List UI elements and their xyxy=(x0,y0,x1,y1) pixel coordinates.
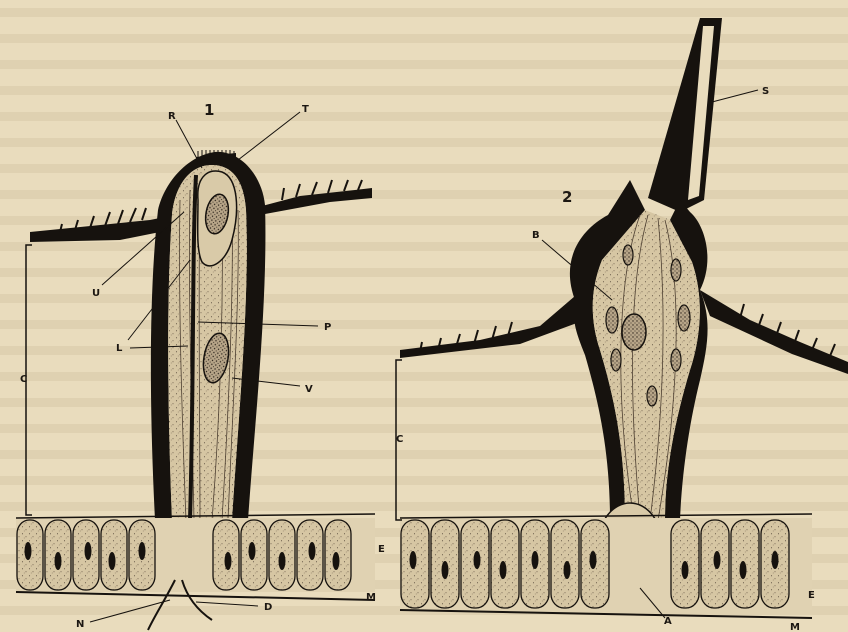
fig1-epithelial-cell-nucleus xyxy=(333,552,340,570)
fig1-label-u: U xyxy=(92,288,100,299)
fig1-epithelial-cell-nucleus xyxy=(55,552,62,570)
fig1-epithelium xyxy=(16,514,375,600)
fig1-epithelial-cell-nucleus xyxy=(139,542,146,560)
fig2-epithelial-cell-nucleus xyxy=(682,561,689,579)
fig2-label-e: E xyxy=(808,590,815,601)
fig2-label-m: M xyxy=(790,622,800,632)
fig2-epithelium xyxy=(400,514,812,618)
fig1-epithelial-cell-nucleus xyxy=(109,552,116,570)
fig1-label-p: P xyxy=(324,322,331,333)
fig1-label-d: D xyxy=(264,602,272,613)
fig1-label-r: R xyxy=(168,111,176,122)
fig2-epithelial-cell-nucleus xyxy=(714,551,721,569)
fig2-label-b: B xyxy=(532,230,540,241)
fig1-number: 1 xyxy=(204,101,214,119)
fig1-label-t: T xyxy=(302,104,309,115)
fig1-label-v: V xyxy=(305,384,313,395)
fig2-epithelial-cell-nucleus xyxy=(772,551,779,569)
fig1-epithelial-cell-nucleus xyxy=(25,542,32,560)
fig1-label-c: C xyxy=(20,374,27,385)
fig2-epithelial-cell-nucleus xyxy=(442,561,449,579)
fig2-epithelial-cell-nucleus xyxy=(474,551,481,569)
fig2-epithelial-cell-nucleus xyxy=(590,551,597,569)
fig1-label-e: E xyxy=(378,544,385,555)
fig1-label-m: M xyxy=(366,592,376,603)
figure-1 xyxy=(16,112,375,630)
fig1-epithelial-cell-nucleus xyxy=(309,542,316,560)
figure-2 xyxy=(396,18,848,618)
fig2-epithelial-cell-nucleus xyxy=(564,561,571,579)
fig2-number: 2 xyxy=(562,188,572,206)
fig2-epithelial-cell-nucleus xyxy=(500,561,507,579)
fig2-central-nucleus xyxy=(622,314,646,350)
fig2-label-a: A xyxy=(664,616,672,627)
fig2-epithelial-cell-nucleus xyxy=(410,551,417,569)
fig1-epithelial-cell-nucleus xyxy=(225,552,232,570)
fig2-epithelial-cell-nucleus xyxy=(532,551,539,569)
fig1-epithelial-cell-nucleus xyxy=(249,542,256,560)
fig1-label-n: N xyxy=(76,619,84,630)
fig1-epithelial-cell-nucleus xyxy=(85,542,92,560)
fig1-epithelial-cell-nucleus xyxy=(279,552,286,570)
fig1-label-l: L xyxy=(116,343,123,354)
fig2-label-s: S xyxy=(762,86,769,97)
fig2-epithelial-cell-nucleus xyxy=(740,561,747,579)
fig2-label-c: C xyxy=(396,434,403,445)
